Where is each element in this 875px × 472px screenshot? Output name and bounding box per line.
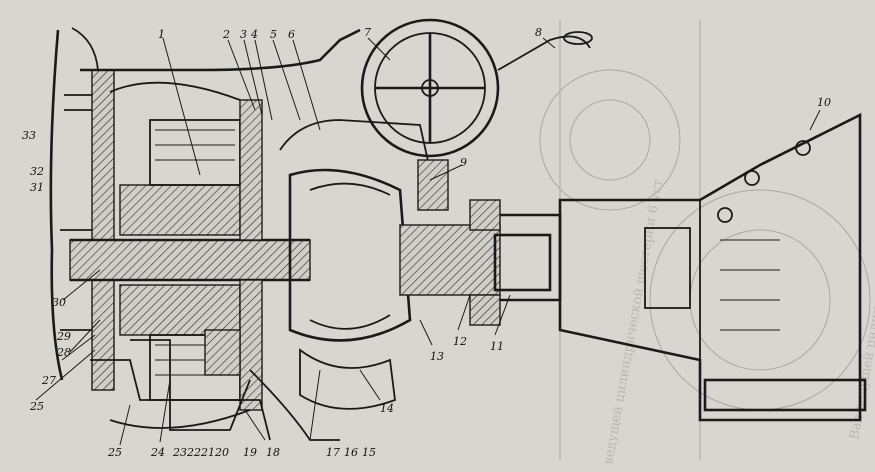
callout-31: 31 <box>30 181 44 194</box>
callout-22: 22 <box>186 446 201 459</box>
callout-24: 24 <box>150 446 165 459</box>
callout-27: 27 <box>41 374 56 387</box>
callout-14: 14 <box>380 402 394 415</box>
callout-4: 4 <box>250 28 258 41</box>
bleed-text-2: ведущей цилиндрической шестерни 6 уст <box>601 178 666 466</box>
leader-lines <box>35 37 821 446</box>
callout-16: 16 <box>344 446 358 459</box>
callout-6: 6 <box>288 28 295 41</box>
callout-29: 29 <box>56 330 71 343</box>
callout-28: 28 <box>56 346 71 359</box>
callout-30: 30 <box>52 296 66 309</box>
callout-12: 12 <box>453 335 467 348</box>
callout-15: 15 <box>362 446 376 459</box>
callout-32: 32 <box>30 165 44 178</box>
callout-7: 7 <box>364 26 371 39</box>
top-housing <box>80 18 593 211</box>
callout-23: 23 <box>172 446 187 459</box>
callout-18: 18 <box>266 446 280 459</box>
callout-21: 21 <box>200 446 215 459</box>
callout-3: 3 <box>240 28 247 41</box>
callout-2: 2 <box>222 28 230 41</box>
callout-8: 8 <box>535 26 542 39</box>
callout-5: 5 <box>270 28 277 41</box>
right-flange-body <box>558 112 867 422</box>
callout-33: 33 <box>22 129 36 142</box>
lower-assembly <box>90 329 340 441</box>
bevel-gear-and-output-shaft <box>288 168 562 410</box>
handwheel-outer <box>360 18 500 158</box>
callout-19: 19 <box>243 446 257 459</box>
callout-25-left: 25 <box>29 400 44 413</box>
callout-1: 1 <box>158 28 165 41</box>
callout-11: 11 <box>490 340 504 353</box>
callout-labels: 1 2 3 4 5 6 7 8 9 10 11 12 13 14 15 16 1… <box>22 26 831 459</box>
main-shaft-assembly <box>69 81 311 429</box>
callout-9: 9 <box>460 156 467 169</box>
callout-17: 17 <box>326 446 340 459</box>
bleed-through-layer: Вал ведущей цилиндрической шестерни веду… <box>539 20 875 466</box>
callout-13: 13 <box>430 350 444 363</box>
callout-25-bottom: 25 <box>107 446 122 459</box>
callout-20: 20 <box>214 446 229 459</box>
callout-10: 10 <box>817 96 831 109</box>
